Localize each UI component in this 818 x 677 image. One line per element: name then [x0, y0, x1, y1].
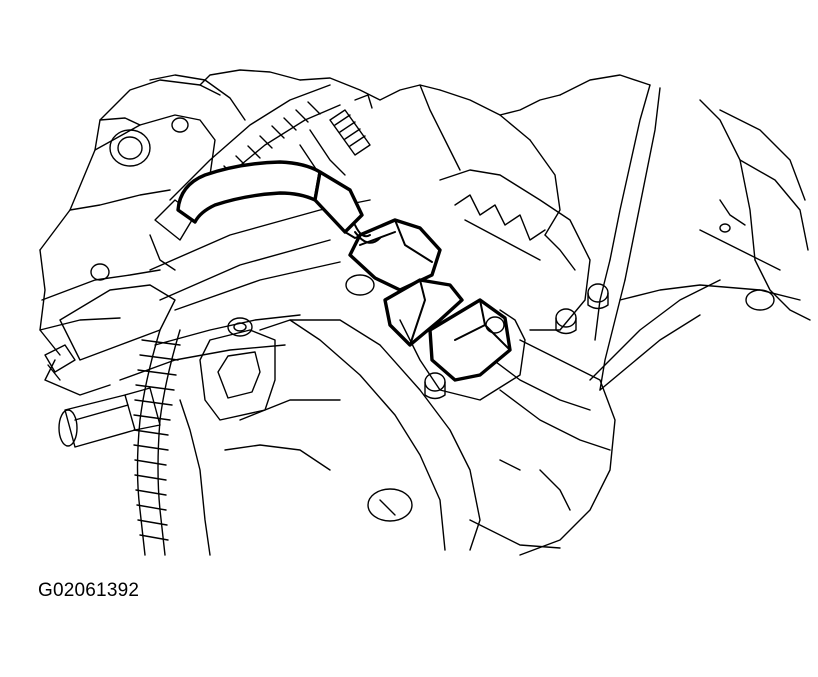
camshaft-position-sensor: [345, 274, 526, 401]
highlighted-wire-harness: [176, 160, 371, 239]
right-bracket: [439, 169, 609, 335]
engine-sensor-illustration: [39, 69, 811, 556]
oval-bracket: [199, 317, 276, 421]
bolt-boss-top-left: [109, 117, 189, 167]
engine-block-outline: [39, 69, 561, 396]
connector-wires: [354, 224, 381, 244]
left-bracket: [44, 263, 176, 381]
corrugated-harness-left: [133, 329, 181, 556]
pipe-fitting: [58, 387, 161, 448]
figure-code: G02061392: [38, 580, 140, 601]
right-engine-outline: [559, 74, 811, 391]
